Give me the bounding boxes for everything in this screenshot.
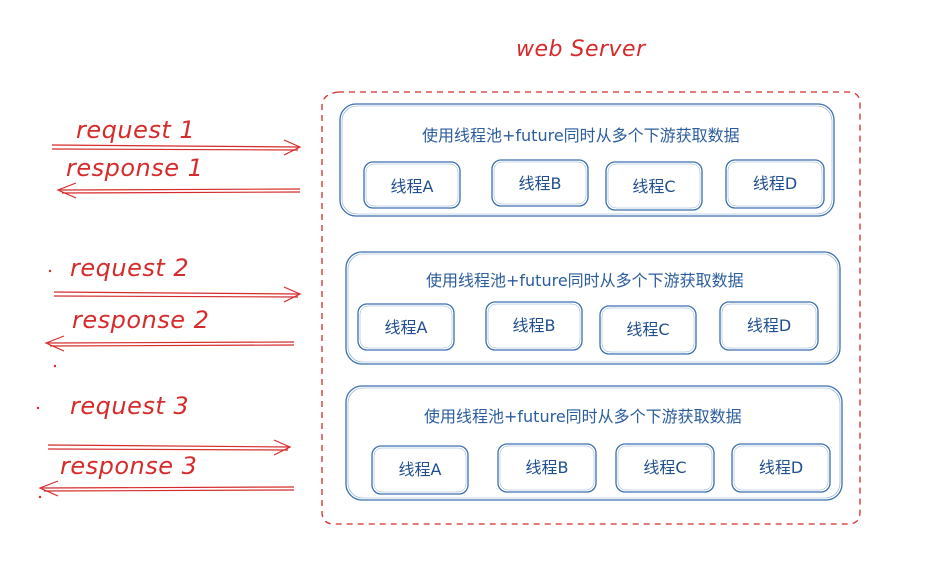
request-arrow-2 bbox=[53, 286, 302, 303]
thread-pool-box-1 bbox=[339, 103, 835, 217]
request-label-2: request 2 bbox=[70, 254, 189, 282]
request-label-1: request 1 bbox=[76, 116, 195, 144]
thread-label-1-b: 线程B bbox=[519, 174, 562, 193]
thread-box-1-b: 线程B bbox=[491, 159, 589, 207]
request-group-3: request 3 response 3 使用线程池+future同时从多个下游… bbox=[36, 385, 843, 501]
thread-box-3-d: 线程D bbox=[731, 443, 831, 493]
thread-label-3-c: 线程C bbox=[643, 458, 686, 477]
server-title: web Server bbox=[516, 37, 647, 62]
thread-pool-3: 使用线程池+future同时从多个下游获取数据 线程A 线程B 线程C 线程D bbox=[345, 385, 843, 501]
response-arrow-3 bbox=[38, 480, 295, 497]
thread-label-1-a: 线程A bbox=[391, 177, 434, 196]
thread-label-3-b: 线程B bbox=[526, 458, 569, 477]
request-arrow-1 bbox=[51, 139, 302, 156]
pool-text-2: 使用线程池+future同时从多个下游获取数据 bbox=[426, 271, 744, 290]
thread-box-3-a: 线程A bbox=[371, 445, 469, 495]
thread-pool-1: 使用线程池+future同时从多个下游获取数据 线程A 线程B 线程C 线程D bbox=[339, 103, 835, 217]
request-arrow-3 bbox=[47, 439, 292, 456]
thread-box-2-c: 线程C bbox=[599, 305, 697, 355]
thread-box-2-a: 线程A bbox=[357, 303, 455, 351]
thread-label-1-d: 线程D bbox=[753, 174, 797, 193]
thread-box-2-d: 线程D bbox=[719, 301, 819, 351]
thread-box-2-b: 线程B bbox=[485, 301, 583, 351]
thread-label-2-d: 线程D bbox=[747, 316, 791, 335]
response-label-2: response 2 bbox=[72, 306, 209, 334]
thread-box-3-c: 线程C bbox=[615, 443, 715, 493]
thread-box-1-c: 线程C bbox=[605, 161, 703, 211]
sketch-dot bbox=[48, 269, 52, 273]
thread-label-2-a: 线程A bbox=[385, 318, 428, 337]
thread-box-1-a: 线程A bbox=[363, 161, 461, 209]
sketch-dot bbox=[53, 364, 57, 368]
response-label-3: response 3 bbox=[60, 452, 197, 480]
pool-text-3: 使用线程池+future同时从多个下游获取数据 bbox=[424, 407, 742, 426]
thread-label-2-c: 线程C bbox=[626, 320, 669, 339]
thread-label-3-a: 线程A bbox=[399, 460, 442, 479]
request-group-2: request 2 response 2 使用线程池+future同时从多个下游… bbox=[44, 251, 841, 368]
server-boundary bbox=[321, 91, 861, 525]
thread-label-2-b: 线程B bbox=[513, 316, 556, 335]
thread-label-1-c: 线程C bbox=[632, 177, 675, 196]
sketch-dot bbox=[36, 406, 40, 410]
thread-label-3-d: 线程D bbox=[759, 458, 803, 477]
thread-box-1-d: 线程D bbox=[725, 159, 825, 209]
thread-pool-box-3 bbox=[345, 385, 843, 501]
request-group-1: request 1 response 1 使用线程池+future同时从多个下游… bbox=[51, 103, 835, 217]
sketch-dot bbox=[38, 495, 42, 499]
thread-box-3-b: 线程B bbox=[497, 443, 597, 493]
thread-pool-box-2 bbox=[345, 251, 841, 365]
response-arrow-2 bbox=[44, 335, 295, 352]
response-label-1: response 1 bbox=[66, 154, 203, 182]
response-arrow-1 bbox=[56, 182, 301, 199]
request-label-3: request 3 bbox=[70, 392, 189, 420]
pool-text-1: 使用线程池+future同时从多个下游获取数据 bbox=[422, 126, 740, 145]
thread-pool-2: 使用线程池+future同时从多个下游获取数据 线程A 线程B 线程C 线程D bbox=[345, 251, 841, 365]
